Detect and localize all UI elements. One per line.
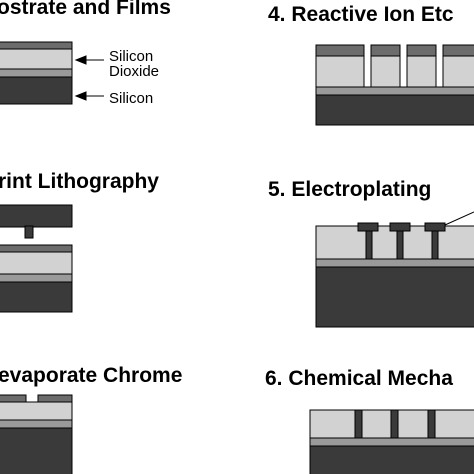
step-4-title: 4. Reactive Ion Etc (268, 3, 454, 26)
step-6-title: 6. Chemical Mecha (265, 367, 453, 390)
step-5-plug-3-cap (424, 222, 446, 232)
step-6-plug-2 (390, 409, 399, 439)
step-5-thin-layer (315, 258, 474, 268)
step-2-mold-tooth (24, 225, 34, 239)
step-1-stack (0, 41, 73, 105)
step-4-pillar-4-cap (442, 44, 474, 57)
step-1-silicon-substrate (0, 76, 73, 105)
step-4-pillar-3 (406, 55, 437, 88)
step-4-thin-layer (315, 86, 474, 96)
step-6-thin-layer (309, 437, 474, 447)
step-5-title: 5. Electroplating (268, 178, 432, 201)
silicon-label: Silicon (109, 90, 154, 107)
step-4-pillar-2 (370, 55, 401, 88)
step-2-film-layer (0, 244, 73, 253)
step-4-pillar-3-cap (406, 44, 437, 57)
step-2-mold-body (0, 204, 73, 228)
step-6-plug-1 (354, 409, 363, 439)
step-6-stack (309, 409, 474, 474)
step-5-plug-2 (396, 229, 404, 260)
step-5-stack (315, 211, 474, 328)
step-4-pillar-4 (442, 55, 474, 88)
step-6-silicon-substrate (309, 445, 474, 474)
step-3-stack (0, 394, 73, 474)
step-1-thin-layer (0, 68, 73, 78)
step-4-silicon-substrate (315, 94, 474, 126)
step-5-plug-2-cap (389, 222, 411, 232)
silicon-dioxide-label-line1: Silicon (109, 48, 154, 65)
step-2-mold (0, 204, 73, 239)
step-3-film-left (0, 394, 27, 403)
step-5-plug-1 (365, 229, 373, 260)
step-2-stack (0, 244, 73, 313)
silicon-dioxide-label-line2: Dioxide (109, 63, 160, 80)
step-5-silicon-substrate (315, 266, 474, 328)
step-3-title: evaporate Chrome (0, 364, 183, 387)
step-5-plug-3 (431, 229, 439, 260)
step-4-stack (315, 44, 474, 126)
step-3-silicon-substrate (0, 427, 73, 474)
step-2-thin-layer (0, 273, 73, 283)
step-3-film-right (37, 394, 73, 403)
step-4-pillar-1-cap (315, 44, 365, 57)
step-5-plug-1-cap (357, 222, 379, 232)
step-5-leader-line (444, 211, 474, 226)
step-2-silicon-dioxide-layer (0, 251, 73, 275)
step-2-title: rint Lithography (0, 170, 159, 193)
step-1-title: ostrate and Films (0, 0, 171, 19)
step-3-silicon-dioxide-layer (0, 401, 73, 421)
step-1-film-layer (0, 41, 73, 50)
step-4-pillar-2-cap (370, 44, 401, 57)
step-1-silicon-dioxide-layer (0, 48, 73, 70)
step-2-silicon-substrate (0, 281, 73, 313)
label-arrows (74, 55, 104, 101)
step-4-pillar-1 (315, 55, 365, 88)
step-3-thin-layer (0, 419, 73, 429)
step-6-plug-3 (427, 409, 436, 439)
